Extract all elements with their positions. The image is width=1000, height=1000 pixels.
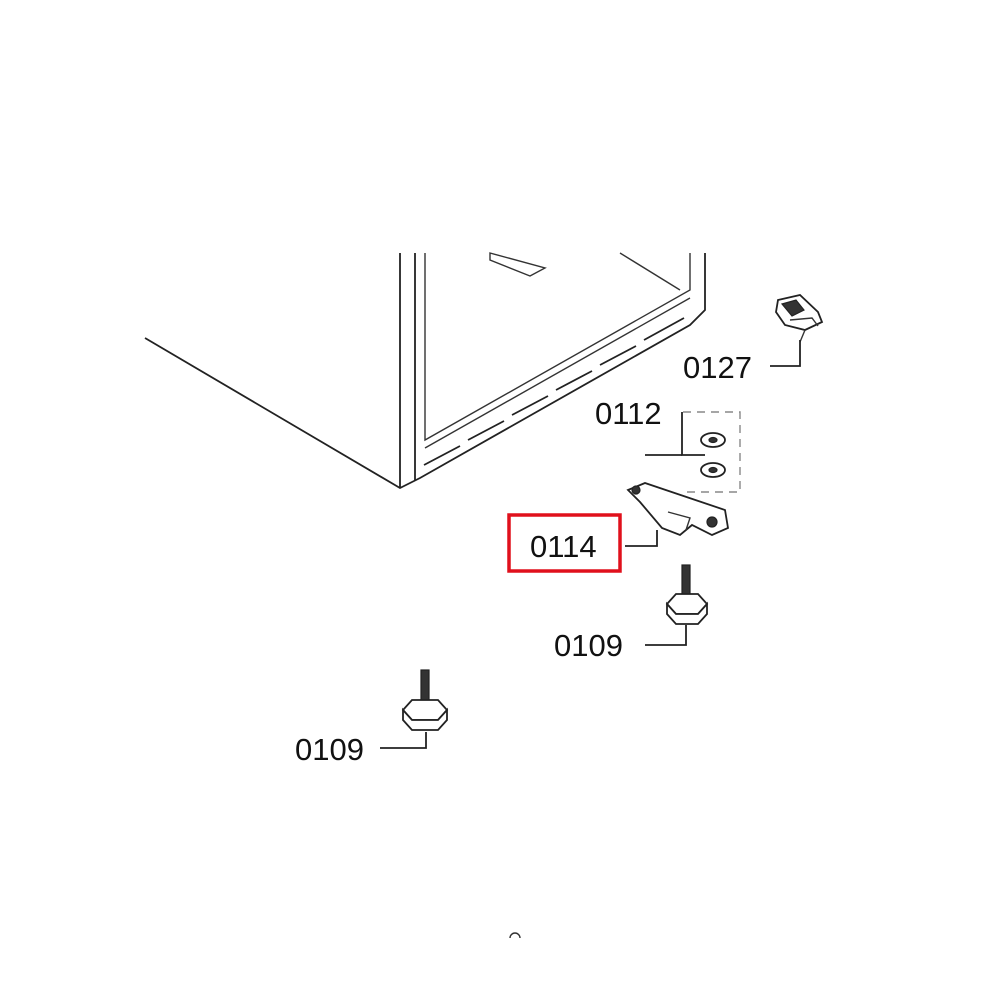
callout-label-0114: 0114 xyxy=(530,529,597,564)
callout-label-0112: 0112 xyxy=(595,396,662,431)
cabinet-body xyxy=(144,252,706,490)
leveling-foot-left xyxy=(401,669,449,731)
highlight-box xyxy=(507,513,622,573)
hinge-clip-part xyxy=(775,294,824,343)
leveling-foot-right xyxy=(665,564,709,625)
washer-group xyxy=(683,411,741,493)
small-mark xyxy=(509,932,521,939)
callout-label-0109-left: 0109 xyxy=(295,732,364,767)
callout-label-0109-right: 0109 xyxy=(554,628,623,663)
vent-slots xyxy=(423,317,685,466)
callout-label-0127: 0127 xyxy=(683,350,752,385)
leader-lines xyxy=(380,340,801,749)
bracket-part xyxy=(626,482,730,537)
